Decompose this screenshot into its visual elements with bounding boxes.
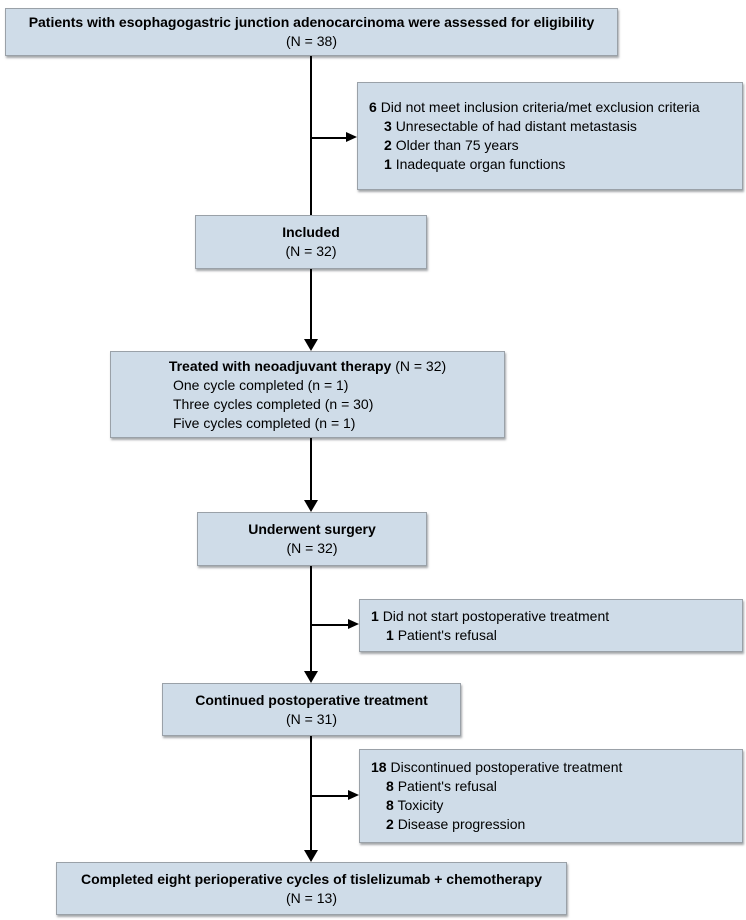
excluded-item-num: 3: [384, 118, 392, 134]
excluded-item-num: 1: [384, 156, 392, 172]
no-postop-item-text: Patient's refusal: [397, 626, 497, 643]
arrowhead-continued-icon: [304, 671, 318, 683]
box-included-n: (N = 32): [285, 243, 337, 259]
neoadjuvant-header: Treated with neoadjuvant therapy (N = 32…: [111, 357, 504, 376]
excluded-item-text: Unresectable of had distant metastasis: [395, 118, 637, 134]
box-assessed-title: Patients with esophagogastric junction a…: [28, 14, 595, 30]
arrowhead-surgery-icon: [304, 500, 318, 512]
arrowhead-excluded-icon: [346, 132, 357, 142]
discontinued-item: 2 Disease progression: [371, 815, 738, 834]
no-postop-header: 1 Did not start postoperative treatment: [371, 607, 738, 626]
connector-assessed-included: [310, 56, 312, 215]
excluded-item-text: Older than 75 years: [395, 137, 519, 153]
discontinued-header-num: 18: [371, 759, 387, 775]
neoadjuvant-item: Five cycles completed (n = 1): [173, 415, 356, 431]
arrowhead-discontinued-icon: [348, 790, 359, 800]
no-postop-item-num: 1: [386, 626, 394, 643]
box-continued-title: Continued postoperative treatment: [195, 691, 428, 708]
connector-surgery-continued: [310, 566, 312, 672]
box-included: Included (N = 32): [195, 215, 427, 269]
discontinued-item-num: 8: [386, 797, 394, 813]
no-postop-header-text: Did not start postoperative treatment: [382, 607, 610, 624]
discontinued-item: 8 Patient's refusal: [371, 777, 738, 796]
excluded-item: 3 Unresectable of had distant metastasis: [369, 117, 738, 136]
excluded-header: 6 Did not meet inclusion criteria/met ex…: [369, 98, 738, 117]
no-postop-item: 1 Patient's refusal: [371, 626, 738, 645]
connector-branch-no-postop: [311, 624, 348, 626]
discontinued-item-text: Toxicity: [397, 797, 444, 813]
box-surgery: Underwent surgery (N = 32): [197, 512, 427, 566]
connector-neoadjuvant-surgery: [310, 438, 312, 501]
no-postop-header-num: 1: [371, 607, 379, 624]
neoadjuvant-item: One cycle completed (n = 1): [173, 377, 349, 393]
excluded-item: 2 Older than 75 years: [369, 136, 738, 155]
box-completed-n: (N = 13): [286, 889, 337, 906]
box-neoadjuvant: Treated with neoadjuvant therapy (N = 32…: [110, 351, 505, 438]
box-continued: Continued postoperative treatment (N = 3…: [162, 683, 461, 736]
box-included-title: Included: [282, 224, 340, 240]
box-continued-n: (N = 31): [286, 710, 337, 727]
arrowhead-neoadjuvant-icon: [304, 339, 318, 351]
arrowhead-completed-icon: [304, 850, 318, 862]
discontinued-item-text: Disease progression: [397, 816, 526, 832]
discontinued-item-num: 8: [386, 778, 394, 794]
box-completed-title: Completed eight perioperative cycles of …: [81, 870, 542, 887]
connector-continued-completed: [310, 736, 312, 851]
connector-branch-excluded: [311, 137, 346, 139]
box-surgery-n: (N = 32): [286, 540, 338, 556]
excluded-item-text: Inadequate organ functions: [395, 156, 566, 172]
connector-branch-discontinued: [311, 795, 348, 797]
connector-included-neoadjuvant: [310, 269, 312, 340]
box-assessed-eligibility: Patients with esophagogastric junction a…: [5, 8, 618, 56]
excluded-item-num: 2: [384, 137, 392, 153]
box-completed: Completed eight perioperative cycles of …: [56, 862, 567, 915]
excluded-item: 1 Inadequate organ functions: [369, 155, 738, 174]
discontinued-item: 8 Toxicity: [371, 796, 738, 815]
box-no-postop: 1 Did not start postoperative treatment …: [359, 599, 743, 652]
box-excluded: 6 Did not meet inclusion criteria/met ex…: [357, 82, 743, 190]
excluded-header-text: Did not meet inclusion criteria/met excl…: [380, 99, 700, 115]
neoadjuvant-item: Three cycles completed (n = 30): [173, 396, 374, 412]
neoadjuvant-title: Treated with neoadjuvant therapy: [168, 358, 392, 374]
discontinued-item-text: Patient's refusal: [397, 778, 497, 794]
box-surgery-title: Underwent surgery: [248, 521, 376, 537]
box-discontinued: 18 Discontinued postoperative treatment …: [359, 749, 743, 843]
box-assessed-n: (N = 38): [286, 33, 337, 49]
arrowhead-no-postop-icon: [348, 619, 359, 629]
discontinued-item-num: 2: [386, 816, 394, 832]
excluded-header-num: 6: [369, 99, 377, 115]
discontinued-header: 18 Discontinued postoperative treatment: [371, 758, 738, 777]
neoadjuvant-n: (N = 32): [395, 358, 447, 374]
discontinued-header-text: Discontinued postoperative treatment: [390, 759, 623, 775]
